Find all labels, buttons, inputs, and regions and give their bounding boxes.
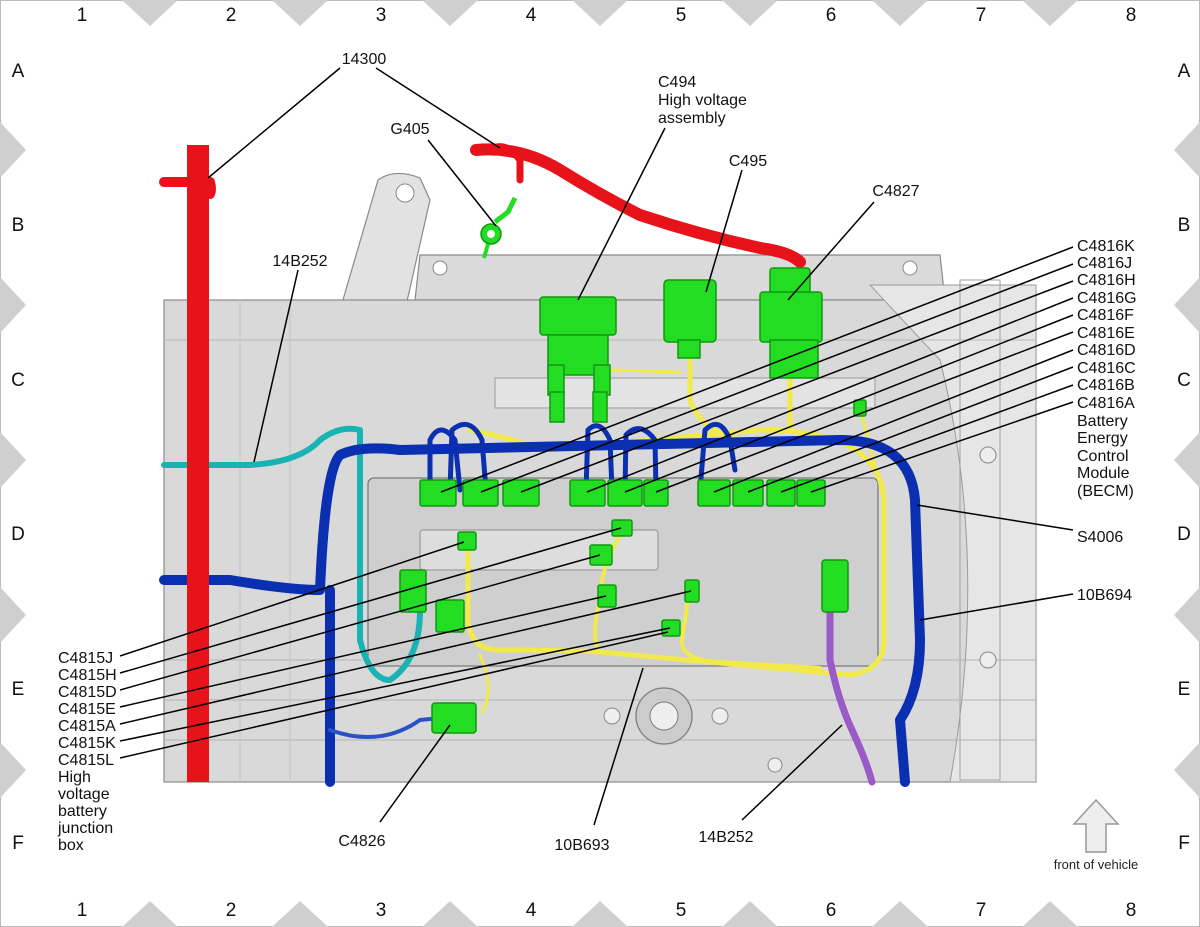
front-of-vehicle-arrow-icon (1072, 798, 1120, 853)
label-c4816d: C4816D (1077, 342, 1136, 359)
label-hvjb-line3: battery (58, 803, 107, 820)
label-c494-line1: C494 (658, 74, 696, 91)
label-c495: C495 (729, 153, 767, 170)
grid-col-5-bottom: 5 (676, 900, 687, 921)
label-c494-line3: assembly (658, 110, 726, 127)
grid-col-8-top: 8 (1126, 5, 1137, 26)
c495-connector (663, 279, 717, 359)
label-c4816k: C4816K (1077, 238, 1135, 255)
label-c4815j: C4815J (58, 650, 113, 667)
label-c4815l: C4815L (58, 752, 114, 769)
label-c4815d: C4815D (58, 684, 117, 701)
c4827-connector (759, 267, 823, 379)
label-hvjb-line4: junction (57, 820, 113, 837)
front-of-vehicle-label: front of vehicle (1054, 857, 1139, 872)
grid-row-d-left: D (11, 524, 25, 545)
grid-col-7-top: 7 (976, 5, 987, 26)
label-c4815k: C4815K (58, 735, 116, 752)
leader-lines (119, 67, 1074, 826)
connectors (399, 196, 867, 734)
grid-col-1-bottom: 1 (77, 900, 88, 921)
label-14b252-bottom: 14B252 (698, 829, 753, 846)
label-14b252-top: 14B252 (272, 253, 327, 270)
label-becm-line2: Energy (1077, 430, 1128, 447)
label-c4815e: C4815E (58, 701, 116, 718)
grid-row-f-left: F (12, 833, 24, 854)
label-c4826: C4826 (338, 833, 385, 850)
label-c4816j: C4816J (1077, 255, 1132, 272)
label-10b693: 10B693 (554, 837, 609, 854)
grid-row-e-right: E (1178, 679, 1191, 700)
grid-col-1-top: 1 (77, 5, 88, 26)
label-c4816a: C4816A (1077, 395, 1135, 412)
label-becm-line1: Battery (1077, 413, 1128, 430)
grid-col-2-top: 2 (226, 5, 237, 26)
label-hvjb-line1: High (58, 769, 91, 786)
grid-row-d-right: D (1177, 524, 1191, 545)
label-becm-line5: (BECM) (1077, 483, 1134, 500)
grid-col-5-top: 5 (676, 5, 687, 26)
grid-col-2-bottom: 2 (226, 900, 237, 921)
label-hvjb-line2: voltage (58, 786, 110, 803)
grid-col-6-top: 6 (826, 5, 837, 26)
grid-row-c-left: C (11, 370, 25, 391)
label-c4816b: C4816B (1077, 377, 1135, 394)
grid-row-e-left: E (12, 679, 25, 700)
grid-row-b-right: B (1178, 215, 1191, 236)
wire-harnesses (159, 143, 925, 787)
g405-ground-terminal (480, 196, 518, 259)
label-c4816c: C4816C (1077, 360, 1136, 377)
label-c4816e: C4816E (1077, 325, 1135, 342)
label-hvjb-line5: box (58, 837, 84, 854)
grid-row-a-right: A (1178, 61, 1191, 82)
label-14300: 14300 (342, 51, 387, 68)
grid-col-4-top: 4 (526, 5, 537, 26)
grid-col-6-bottom: 6 (826, 900, 837, 921)
label-c4815a: C4815A (58, 718, 116, 735)
grid-row-f-right: F (1178, 833, 1190, 854)
grid-col-8-bottom: 8 (1126, 900, 1137, 921)
label-becm-line4: Module (1077, 465, 1130, 482)
c494-connector (539, 296, 617, 423)
grid-col-3-bottom: 3 (376, 900, 387, 921)
label-10b694: 10B694 (1077, 587, 1132, 604)
label-c4816f: C4816F (1077, 307, 1134, 324)
label-g405: G405 (390, 121, 429, 138)
label-c4816h: C4816H (1077, 272, 1136, 289)
label-c4815h: C4815H (58, 667, 117, 684)
label-c494-line2: High voltage (658, 92, 747, 109)
grid-col-3-top: 3 (376, 5, 387, 26)
grid-col-7-bottom: 7 (976, 900, 987, 921)
label-c4816g: C4816G (1077, 290, 1137, 307)
grid-row-c-right: C (1177, 370, 1191, 391)
label-becm-line3: Control (1077, 448, 1129, 465)
grid-col-4-bottom: 4 (526, 900, 537, 921)
grid-row-b-left: B (12, 215, 25, 236)
grid-row-a-left: A (12, 61, 25, 82)
label-s4006: S4006 (1077, 529, 1123, 546)
label-c4827: C4827 (872, 183, 919, 200)
